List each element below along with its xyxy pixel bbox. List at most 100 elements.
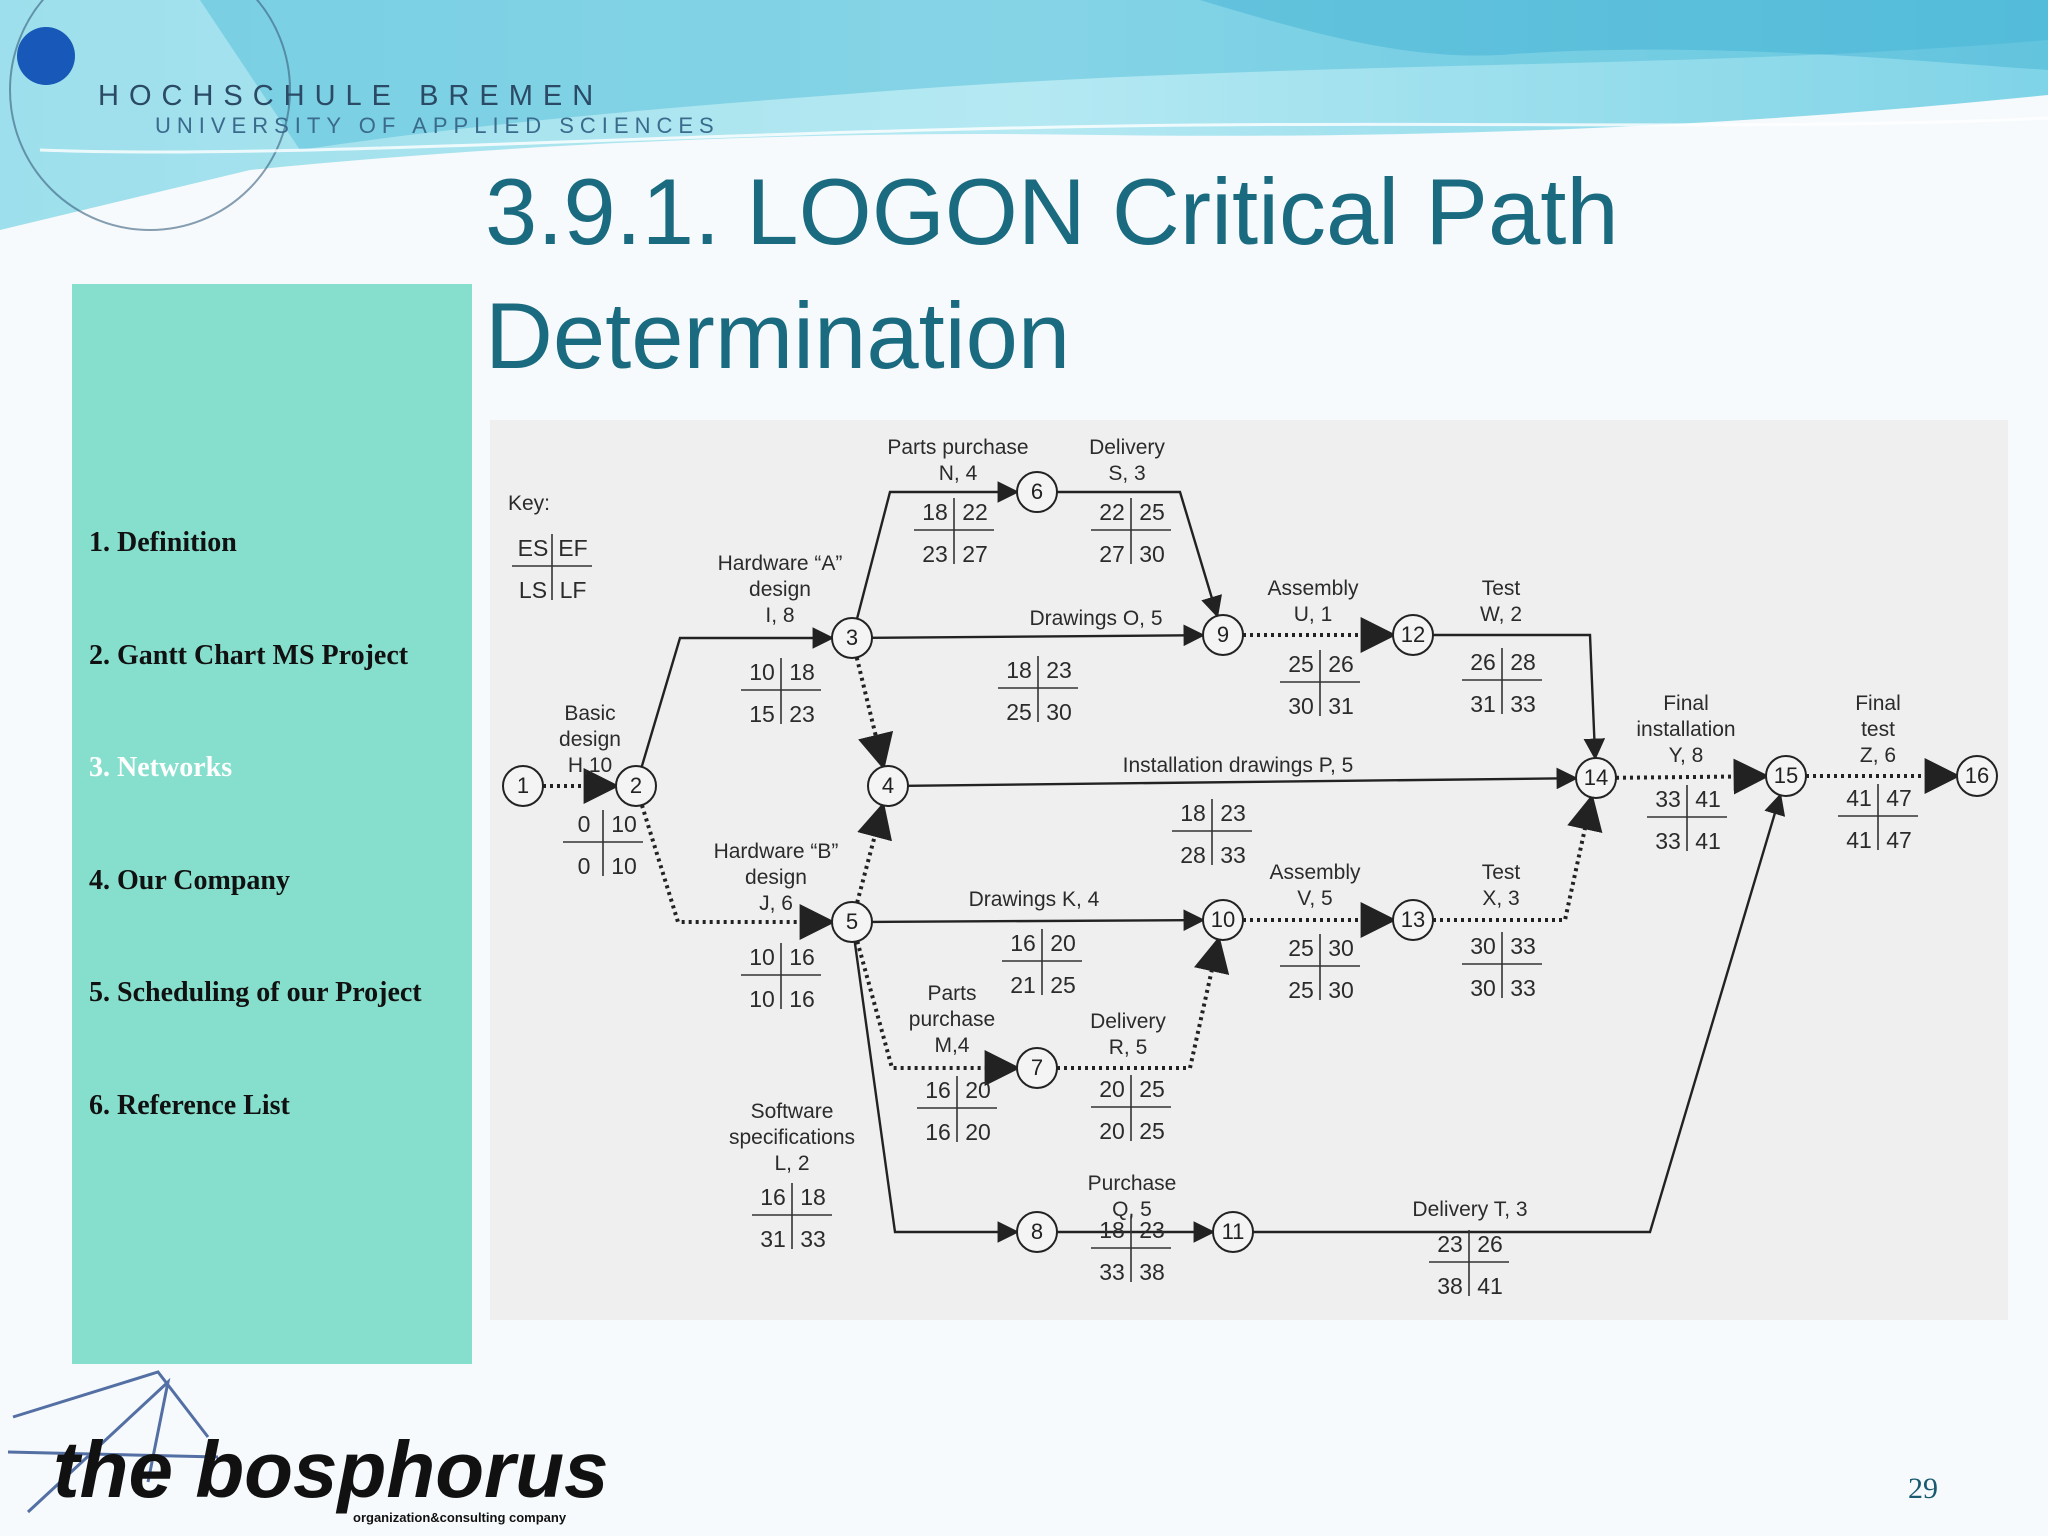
activity-I-times-ls: 15 bbox=[749, 701, 775, 727]
diagram-key: Key: ES EF LS LF bbox=[508, 492, 592, 603]
edge-7-10 bbox=[1057, 936, 1230, 1070]
node-10-circle bbox=[1202, 899, 1244, 941]
node-7-circle bbox=[1016, 1047, 1058, 1089]
edge-2-5 bbox=[639, 804, 836, 940]
edge-5-4 bbox=[855, 801, 892, 904]
menu-item-scheduling[interactable]: 5. Scheduling of our Project bbox=[89, 977, 422, 1008]
activity-R-times-es: 20 bbox=[1099, 1076, 1125, 1102]
activity-U-times-es: 25 bbox=[1288, 651, 1314, 677]
edge-11-15 bbox=[1253, 793, 1786, 1234]
activity-V-times-lf: 30 bbox=[1328, 977, 1354, 1003]
activity-P-times-ef: 23 bbox=[1220, 800, 1246, 826]
activity-Z-label-2: Z, 6 bbox=[1860, 744, 1896, 767]
activity-V-times-es: 25 bbox=[1288, 935, 1314, 961]
menu-item-networks[interactable]: 3. Networks bbox=[89, 752, 233, 783]
logo-name: the bosphorus bbox=[53, 1425, 608, 1514]
activity-T-times-lf: 41 bbox=[1477, 1273, 1503, 1299]
network-edges bbox=[543, 481, 1961, 1243]
activity-H-label-1: design bbox=[559, 728, 621, 751]
activity-Z-times-es: 41 bbox=[1846, 785, 1872, 811]
edge-12-14 bbox=[1433, 633, 1606, 761]
university-name: HOCHSCHULE BREMEN bbox=[98, 80, 604, 112]
activity-M-label-2: M,4 bbox=[934, 1034, 969, 1057]
activity-M-times-lf: 20 bbox=[965, 1119, 991, 1145]
activity-W-times-ef: 28 bbox=[1510, 649, 1536, 675]
key-title: Key: bbox=[508, 492, 550, 515]
activity-L-times-ls: 31 bbox=[760, 1226, 786, 1252]
activity-N-times-es: 18 bbox=[922, 499, 948, 525]
activity-Q-label-0: Purchase bbox=[1088, 1172, 1177, 1195]
activity-O-times-ef: 23 bbox=[1046, 657, 1072, 683]
activity-H-times-ls: 0 bbox=[578, 853, 591, 879]
activity-Q-times-es: 18 bbox=[1099, 1217, 1125, 1243]
activity-S-label-0: Delivery bbox=[1089, 436, 1165, 459]
activity-W-times-ls: 31 bbox=[1470, 691, 1496, 717]
activity-H-times-es: 0 bbox=[578, 811, 591, 837]
activity-U-times-ef: 26 bbox=[1328, 651, 1354, 677]
activity-Y-times-ef: 41 bbox=[1695, 786, 1721, 812]
activity-T-times-ef: 26 bbox=[1477, 1231, 1503, 1257]
node-5-label: 5 bbox=[846, 909, 858, 934]
slide-title-line1: 3.9.1. LOGON Critical Path bbox=[485, 159, 1619, 264]
edge-5-8 bbox=[853, 941, 1020, 1243]
activity-S-times-es: 22 bbox=[1099, 499, 1125, 525]
activity-L-times-lf: 33 bbox=[800, 1226, 826, 1252]
activity-X-times-ls: 30 bbox=[1470, 975, 1496, 1001]
activity-R-times-lf: 25 bbox=[1139, 1118, 1165, 1144]
edge-4-14 bbox=[907, 767, 1579, 790]
node-4-label: 4 bbox=[882, 773, 894, 798]
node-12-label: 12 bbox=[1401, 622, 1425, 647]
activity-J-label-2: J, 6 bbox=[759, 892, 793, 915]
activity-L-label-1: specifications bbox=[729, 1126, 855, 1149]
activity-H-times-ef: 10 bbox=[611, 811, 637, 837]
activity-Z-label-0: Final bbox=[1855, 692, 1901, 715]
key-table-ef: EF bbox=[558, 535, 587, 561]
activity-J-label-1: design bbox=[745, 866, 807, 889]
activity-U-times-ls: 30 bbox=[1288, 693, 1314, 719]
menu-item-definition[interactable]: 1. Definition bbox=[89, 527, 237, 558]
activity-N-times-lf: 27 bbox=[962, 541, 988, 567]
node-6-circle bbox=[1016, 471, 1058, 513]
menu-item-reference-list[interactable]: 6. Reference List bbox=[89, 1090, 290, 1121]
activity-T-times-es: 23 bbox=[1437, 1231, 1463, 1257]
activity-V-label-1: V, 5 bbox=[1297, 887, 1332, 910]
activity-M-label-0: Parts bbox=[927, 982, 976, 1005]
menu-item-gantt-chart[interactable]: 2. Gantt Chart MS Project bbox=[89, 640, 409, 671]
key-table: ES EF LS LF bbox=[512, 534, 592, 603]
activity-U-label-1: U, 1 bbox=[1294, 603, 1333, 626]
activity-J-times-lf: 16 bbox=[789, 986, 815, 1012]
navigation-menu: 1. Definition 2. Gantt Chart MS Project … bbox=[72, 284, 472, 1364]
key-table-ls: LS bbox=[519, 577, 547, 603]
key-table-es: ES bbox=[518, 535, 549, 561]
node-8-circle bbox=[1016, 1211, 1058, 1253]
slide-title: 3.9.1. LOGON Critical Path Determination bbox=[485, 150, 1905, 398]
menu-item-our-company[interactable]: 4. Our Company bbox=[89, 865, 290, 896]
bosphorus-logo: the bosphorus organization&consulting co… bbox=[8, 1370, 608, 1525]
activity-Y-label-1: installation bbox=[1636, 718, 1735, 741]
key-table-lf: LF bbox=[560, 577, 587, 603]
node-11-circle bbox=[1212, 1211, 1254, 1253]
node-11-label: 11 bbox=[1222, 1219, 1245, 1244]
activity-I-times-ef: 18 bbox=[789, 659, 815, 685]
activity-W-times-es: 26 bbox=[1470, 649, 1496, 675]
activity-K-times-ef: 20 bbox=[1050, 930, 1076, 956]
activity-H-times-lf: 10 bbox=[611, 853, 637, 879]
activity-R-times-ls: 20 bbox=[1099, 1118, 1125, 1144]
activity-V-times-ef: 30 bbox=[1328, 935, 1354, 961]
activity-H-times: 0 10 0 10 bbox=[563, 810, 643, 879]
activity-Y-times-es: 33 bbox=[1655, 786, 1681, 812]
activity-M-times-es: 16 bbox=[925, 1077, 951, 1103]
